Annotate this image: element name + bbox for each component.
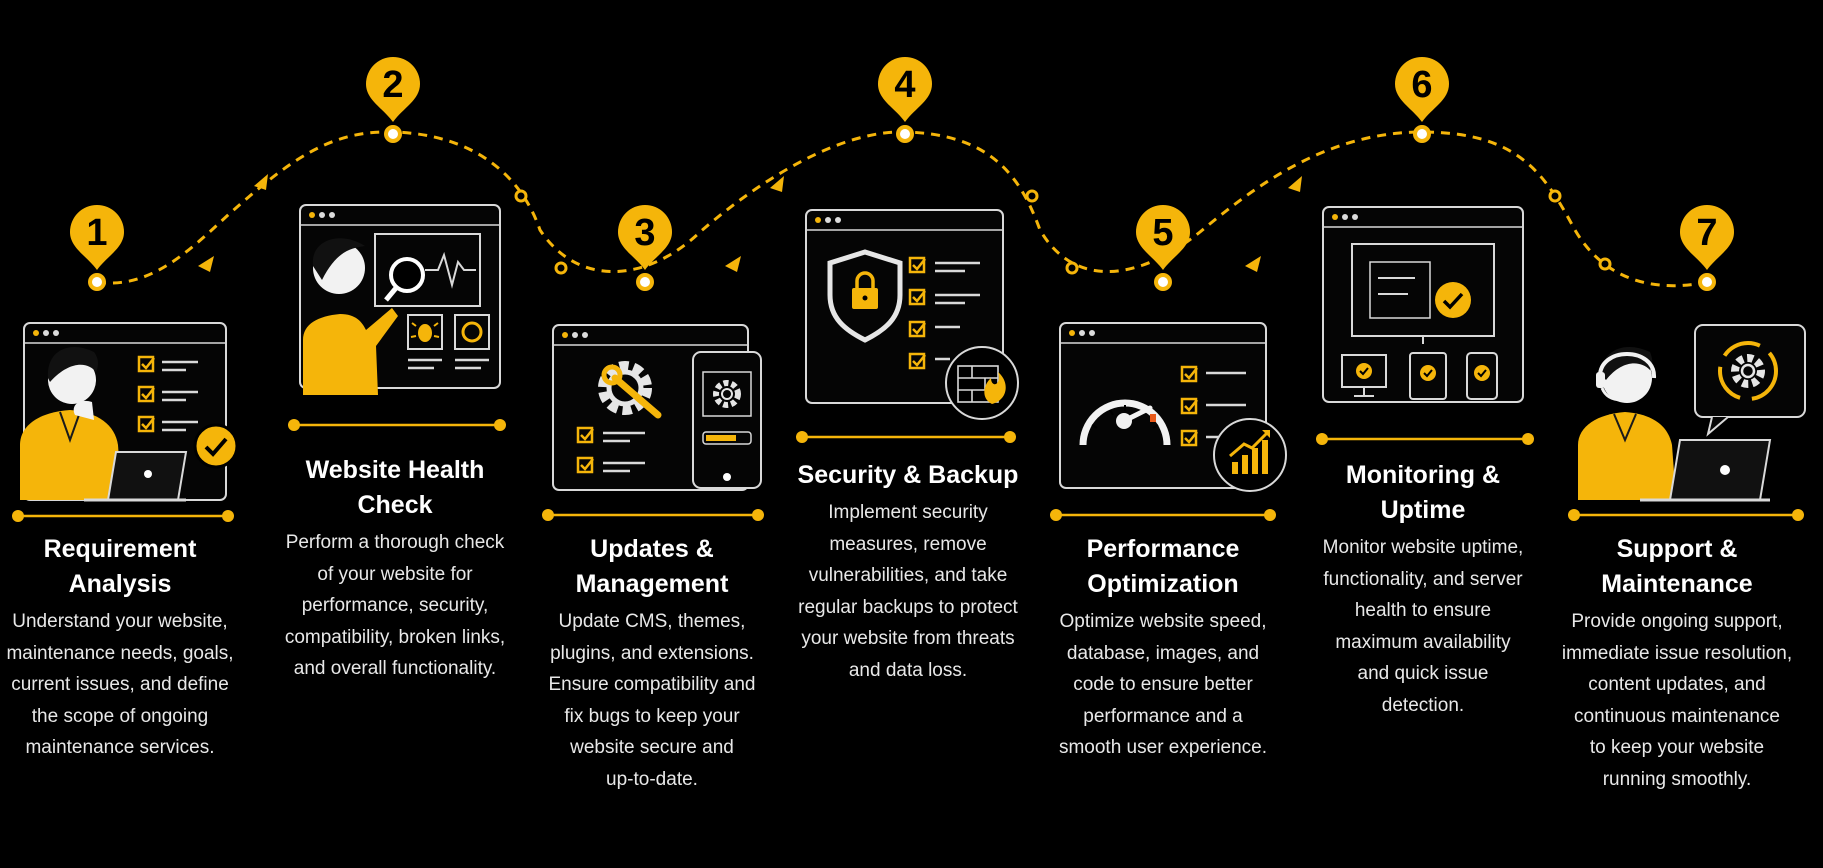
path-dots — [514, 189, 1612, 275]
step-4-number: 4 — [894, 64, 915, 106]
step-4-description: Implement security measures, remove vuln… — [798, 502, 1018, 681]
arrow-icon — [1245, 256, 1261, 272]
location-pin-icon — [70, 205, 124, 270]
pin-anchor-dot — [88, 273, 106, 291]
speedometer-icon — [1079, 399, 1171, 446]
laptop-icon — [84, 451, 188, 502]
step-6-description: Monitor website uptime, functionality, a… — [1322, 537, 1524, 716]
step-3-text: Updates & Management Update CMS, themes,… — [527, 532, 777, 795]
location-pin-icon — [1395, 57, 1449, 122]
step-6-pin: 6 — [1395, 57, 1449, 143]
step-2-title: Website Health Check — [305, 456, 485, 519]
pulse-monitor-icon — [374, 233, 481, 307]
gear-wrench-icon — [598, 361, 662, 419]
check-circle-icon — [193, 423, 239, 469]
step-3-number: 3 — [634, 212, 655, 254]
gauge-icon — [454, 314, 490, 350]
step-4-title: Security & Backup — [797, 461, 1019, 489]
pin-anchor-dot — [1698, 273, 1716, 291]
direction-arrows — [198, 174, 1302, 272]
arrow-icon — [1288, 176, 1302, 192]
location-pin-icon — [1136, 205, 1190, 270]
support-agent-headset-icon — [1578, 346, 1676, 500]
step-4-text: Security & Backup Implement security mea… — [783, 458, 1033, 686]
step-2-number: 2 — [382, 64, 403, 106]
step-4-pin: 4 — [878, 57, 932, 143]
step-5-pin: 5 — [1136, 205, 1190, 291]
location-pin-icon — [366, 57, 420, 122]
arrow-icon — [770, 176, 784, 192]
tablet-check-icon — [1409, 352, 1447, 400]
step-3-description: Update CMS, themes, plugins, and extensi… — [548, 611, 756, 790]
magnifier-icon — [384, 257, 425, 302]
arrow-icon — [198, 256, 214, 272]
checklist-icon — [908, 256, 926, 370]
step-5-title: Performance Optimization — [1086, 535, 1240, 598]
step-2-description: Perform a thorough check of your website… — [284, 532, 506, 679]
person-thinking-icon — [20, 347, 122, 500]
shield-lock-icon — [827, 249, 903, 343]
step-1-description: Understand your website, maintenance nee… — [6, 611, 234, 758]
location-pin-icon — [1680, 205, 1734, 270]
checklist-icon — [137, 355, 155, 433]
pin-anchor-dot — [384, 125, 402, 143]
step-5-illustration — [1050, 322, 1287, 521]
step-1-pin: 1 — [70, 205, 124, 291]
step-2-illustration — [288, 204, 506, 431]
arrow-icon — [254, 174, 268, 190]
step-3-title: Updates & Management — [575, 535, 729, 598]
step-1-text: Requirement Analysis Understand your web… — [0, 532, 245, 764]
checklist-icon — [1180, 365, 1198, 447]
person-inspecting-icon — [303, 238, 398, 395]
step-7-title: Support & Maintenance — [1601, 535, 1753, 598]
pin-anchor-dot — [896, 125, 914, 143]
pin-anchor-dot — [636, 273, 654, 291]
step-7-illustration — [1568, 324, 1806, 521]
step-6-illustration — [1316, 206, 1534, 445]
step-3-pin: 3 — [618, 205, 672, 291]
step-6-number: 6 — [1411, 64, 1432, 106]
step-7-text: Support & Maintenance Provide ongoing su… — [1552, 532, 1802, 795]
pin-anchor-dot — [1154, 273, 1172, 291]
location-pin-icon — [878, 57, 932, 122]
checklist-icon — [576, 426, 594, 474]
step-1-illustration — [12, 322, 239, 522]
step-6-title: Monitoring & Uptime — [1345, 461, 1501, 524]
desktop-check-icon — [1341, 354, 1387, 397]
step-6-text: Monitoring & Uptime Monitor website upti… — [1298, 458, 1548, 721]
step-7-description: Provide ongoing support, immediate issue… — [1561, 611, 1793, 790]
step-5-text: Performance Optimization Optimize websit… — [1038, 532, 1288, 764]
location-pin-icon — [618, 205, 672, 270]
phone-check-icon — [1466, 352, 1498, 400]
step-3-illustration — [542, 324, 764, 521]
step-2-text: Website Health Check Perform a thorough … — [270, 453, 520, 685]
step-2-pin: 2 — [366, 57, 420, 143]
growth-chart-icon — [1213, 418, 1287, 492]
arrow-icon — [725, 256, 741, 272]
step-7-number: 7 — [1696, 212, 1717, 254]
firewall-icon — [945, 346, 1019, 420]
step-5-description: Optimize website speed, database, images… — [1058, 611, 1268, 758]
step-1-number: 1 — [86, 212, 107, 254]
monitor-check-icon — [1351, 243, 1495, 344]
step-5-number: 5 — [1152, 212, 1173, 254]
step-1-title: Requirement Analysis — [43, 535, 197, 598]
gear-sync-icon — [1694, 324, 1806, 437]
mobile-gear-icon — [692, 351, 762, 489]
laptop-icon — [1640, 439, 1772, 502]
step-4-illustration — [796, 209, 1019, 443]
step-7-pin: 7 — [1680, 205, 1734, 291]
progress-bar-icon — [702, 431, 752, 445]
bug-icon — [407, 314, 443, 350]
pin-anchor-dot — [1413, 125, 1431, 143]
